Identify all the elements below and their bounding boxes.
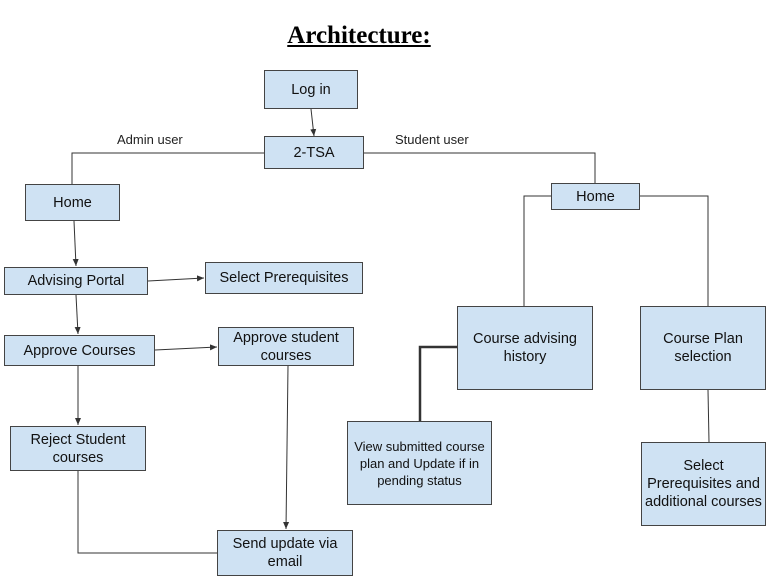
edge-history-view bbox=[418, 345, 457, 421]
edge-tsa-admin-home bbox=[71, 152, 264, 184]
node-course-advising-history: Course advising history bbox=[457, 306, 593, 390]
edge-plan-select bbox=[707, 389, 710, 443]
edge-home-portal bbox=[72, 220, 79, 267]
edge-reject-send bbox=[77, 471, 217, 554]
edge-portal-prereq bbox=[147, 275, 205, 282]
node-student-home: Home bbox=[551, 183, 640, 210]
node-admin-home: Home bbox=[25, 184, 120, 221]
node-approve-student-courses: Approve student courses bbox=[218, 327, 354, 366]
node-send-update: Send update via email bbox=[217, 530, 353, 576]
node-approve-courses: Approve Courses bbox=[4, 335, 155, 366]
edge-tsa-student-home bbox=[364, 152, 596, 183]
node-select-additional: Select Prerequisites and additional cour… bbox=[641, 442, 766, 526]
edge-login-tsa bbox=[310, 108, 317, 137]
node-advising-portal: Advising Portal bbox=[4, 267, 148, 295]
node-course-plan-selection: Course Plan selection bbox=[640, 306, 766, 390]
edge-approve-approvestudent bbox=[154, 344, 218, 351]
student-user-label: Student user bbox=[395, 132, 469, 147]
edge-home-history bbox=[523, 195, 551, 306]
node-2tsa: 2-TSA bbox=[264, 136, 364, 169]
edge-portal-approve bbox=[74, 294, 81, 335]
edge-home-plan bbox=[640, 195, 709, 306]
edge-approvestudent-send bbox=[283, 365, 290, 530]
diagram-title: Architecture: bbox=[287, 22, 431, 49]
admin-user-label: Admin user bbox=[117, 132, 183, 147]
node-log-in: Log in bbox=[264, 70, 358, 109]
node-view-submitted: View submitted course plan and Update if… bbox=[347, 421, 492, 505]
node-reject-student-courses: Reject Student courses bbox=[10, 426, 146, 471]
node-select-prerequisites: Select Prerequisites bbox=[205, 262, 363, 294]
